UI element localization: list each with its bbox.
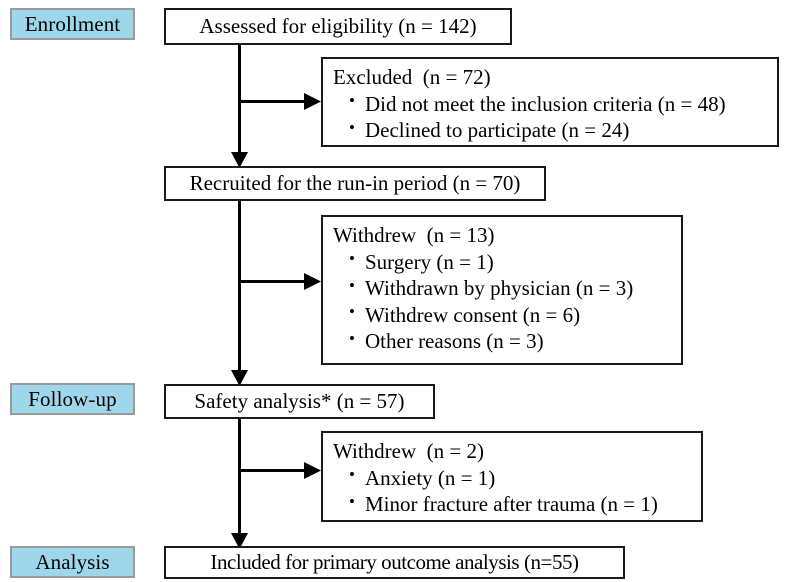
- node-withdrew-run-in-reason-text: Withdrawn by physician (n = 3): [365, 276, 634, 301]
- list-item: Anxiety (n = 1): [349, 464, 701, 492]
- node-excluded: Excluded (n = 72) Did not meet the inclu…: [321, 57, 779, 147]
- node-included-primary-outcome: Included for primary outcome analysis (n…: [164, 546, 625, 579]
- node-excluded-heading: Excluded (n = 72): [333, 65, 491, 89]
- node-withdrew-run-in: Withdrew (n = 13) Surgery (n = 1) Withdr…: [321, 215, 683, 365]
- stage-label-enrollment: Enrollment: [10, 8, 135, 40]
- node-safety-analysis-text: Safety analysis* (n = 57): [194, 389, 405, 413]
- node-withdrew-run-in-reason-list: Surgery (n = 1) Withdrawn by physician (…: [333, 248, 681, 355]
- arrow-safety-to-included: [231, 418, 248, 549]
- stage-label-enrollment-text: Enrollment: [24, 11, 121, 36]
- node-withdrew-followup-reason-list: Anxiety (n = 1) Minor fracture after tra…: [333, 464, 701, 518]
- node-withdrew-run-in-reason-text: Surgery (n = 1): [365, 249, 494, 274]
- node-assessed-for-eligibility-text: Assessed for eligibility (n = 142): [199, 14, 477, 38]
- arrow-to-excluded-box: [239, 93, 321, 110]
- node-withdrew-followup: Withdrew (n = 2) Anxiety (n = 1) Minor f…: [321, 431, 703, 522]
- node-withdrew-followup-heading: Withdrew (n = 2): [333, 439, 484, 463]
- list-item: Withdrew consent (n = 6): [349, 301, 681, 329]
- arrow-recruited-to-safety: [231, 200, 248, 386]
- stage-label-analysis-text: Analysis: [35, 549, 110, 574]
- list-item: Withdrawn by physician (n = 3): [349, 275, 681, 302]
- list-item: Declined to participate (n = 24): [349, 117, 777, 144]
- node-included-primary-outcome-text: Included for primary outcome analysis (n…: [210, 550, 579, 574]
- node-safety-analysis: Safety analysis* (n = 57): [164, 384, 435, 419]
- list-item: Did not meet the inclusion criteria (n =…: [349, 90, 777, 118]
- list-item: Other reasons (n = 3): [349, 328, 681, 355]
- list-item: Minor fracture after trauma (n = 1): [349, 491, 701, 518]
- stage-label-follow-up: Follow-up: [10, 383, 135, 415]
- node-excluded-reason-text: Did not meet the inclusion criteria (n =…: [365, 91, 726, 116]
- arrow-to-withdrew-run-in-box: [239, 273, 321, 290]
- list-item: Surgery (n = 1): [349, 248, 681, 276]
- node-withdrew-followup-reason-text: Minor fracture after trauma (n = 1): [365, 492, 658, 517]
- node-withdrew-run-in-reason-text: Withdrew consent (n = 6): [365, 302, 581, 327]
- node-excluded-reason-text: Declined to participate (n = 24): [365, 118, 630, 143]
- node-recruited-run-in: Recruited for the run-in period (n = 70): [164, 166, 546, 201]
- stage-label-analysis: Analysis: [10, 546, 135, 578]
- node-withdrew-run-in-reason-text: Other reasons (n = 3): [365, 329, 544, 354]
- arrow-assessed-to-recruited: [231, 45, 248, 168]
- node-recruited-run-in-text: Recruited for the run-in period (n = 70): [189, 171, 521, 195]
- node-withdrew-run-in-heading: Withdrew (n = 13): [333, 223, 495, 247]
- stage-label-follow-up-text: Follow-up: [28, 386, 117, 411]
- arrow-to-withdrew-followup-box: [239, 462, 321, 479]
- node-assessed-for-eligibility: Assessed for eligibility (n = 142): [164, 8, 512, 45]
- node-excluded-reason-list: Did not meet the inclusion criteria (n =…: [333, 90, 777, 144]
- node-withdrew-followup-reason-text: Anxiety (n = 1): [365, 465, 496, 490]
